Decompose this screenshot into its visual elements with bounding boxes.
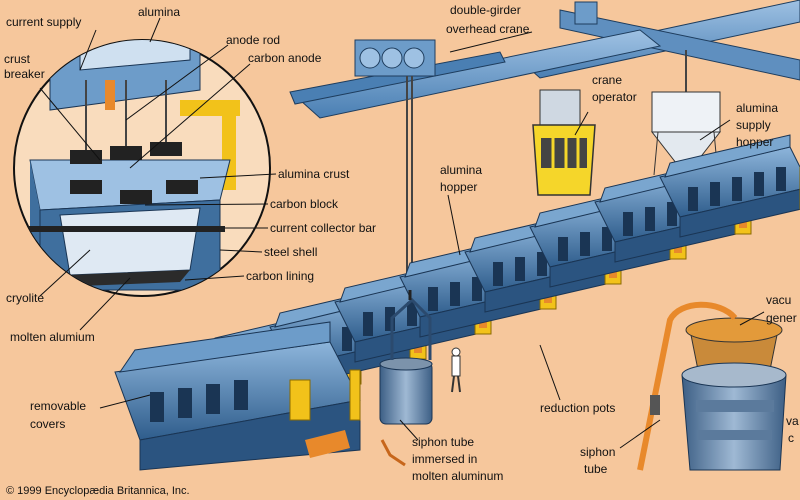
reduction-pot — [659, 134, 800, 238]
label-anode-rod: anode rod — [226, 33, 280, 47]
label-alumina-hopper-2: hopper — [440, 180, 477, 194]
label-carbon-block: carbon block — [270, 197, 339, 211]
label-current-supply: current supply — [6, 15, 81, 29]
label-alumina-crust: alumina crust — [278, 167, 350, 181]
label-removable: removable — [30, 399, 86, 413]
label-steel-shell: steel shell — [264, 245, 317, 259]
vacuum-ladle — [637, 301, 787, 471]
label-reduction-pots: reduction pots — [540, 401, 615, 415]
overhead-crane — [289, 0, 800, 290]
label-current-collector-bar: current collector bar — [270, 221, 376, 235]
label-tube: tube — [584, 462, 608, 476]
label-alumina-supply-1: alumina — [736, 101, 778, 115]
crane-cab — [532, 89, 596, 196]
label-siphon-immersed-3: molten aluminum — [412, 469, 503, 483]
copyright: © 1999 Encyclopædia Britannica, Inc. — [6, 485, 190, 497]
label-operator: operator — [592, 90, 637, 104]
label-cryolite: cryolite — [6, 291, 44, 305]
label-molten-alumium: molten alumium — [10, 330, 95, 344]
magnified-cell — [13, 39, 271, 297]
label-alumina-top: alumina — [138, 5, 180, 19]
label-siphon-immersed-1: siphon tube — [412, 435, 474, 449]
label-va: va — [786, 414, 799, 428]
label-double-girder: double-girder — [450, 3, 521, 17]
label-alumina-hopper-1: alumina — [440, 163, 482, 177]
label-breaker: breaker — [4, 67, 45, 81]
alumina-supply-hopper — [650, 91, 722, 176]
label-crust: crust — [4, 52, 31, 66]
label-alumina-supply-2: supply — [736, 118, 771, 132]
label-carbon-lining: carbon lining — [246, 269, 314, 283]
label-carbon-anode: carbon anode — [248, 51, 322, 65]
label-alumina-supply-3: hopper — [736, 135, 773, 149]
label-c: c — [788, 431, 794, 445]
label-siphon-immersed-2: immersed in — [412, 452, 477, 466]
front-pot — [114, 321, 361, 471]
leader-lines — [39, 17, 765, 449]
label-overhead-crane: overhead crane — [446, 22, 530, 36]
worker-figure — [451, 347, 461, 393]
label-vacu: vacu — [766, 293, 791, 307]
ladle-center — [379, 290, 433, 467]
label-crane: crane — [592, 73, 622, 87]
label-siphon: siphon — [580, 445, 615, 459]
labels: current supply alumina crust breaker ano… — [4, 3, 799, 497]
label-covers: covers — [30, 417, 65, 431]
label-gener: gener — [766, 311, 797, 325]
